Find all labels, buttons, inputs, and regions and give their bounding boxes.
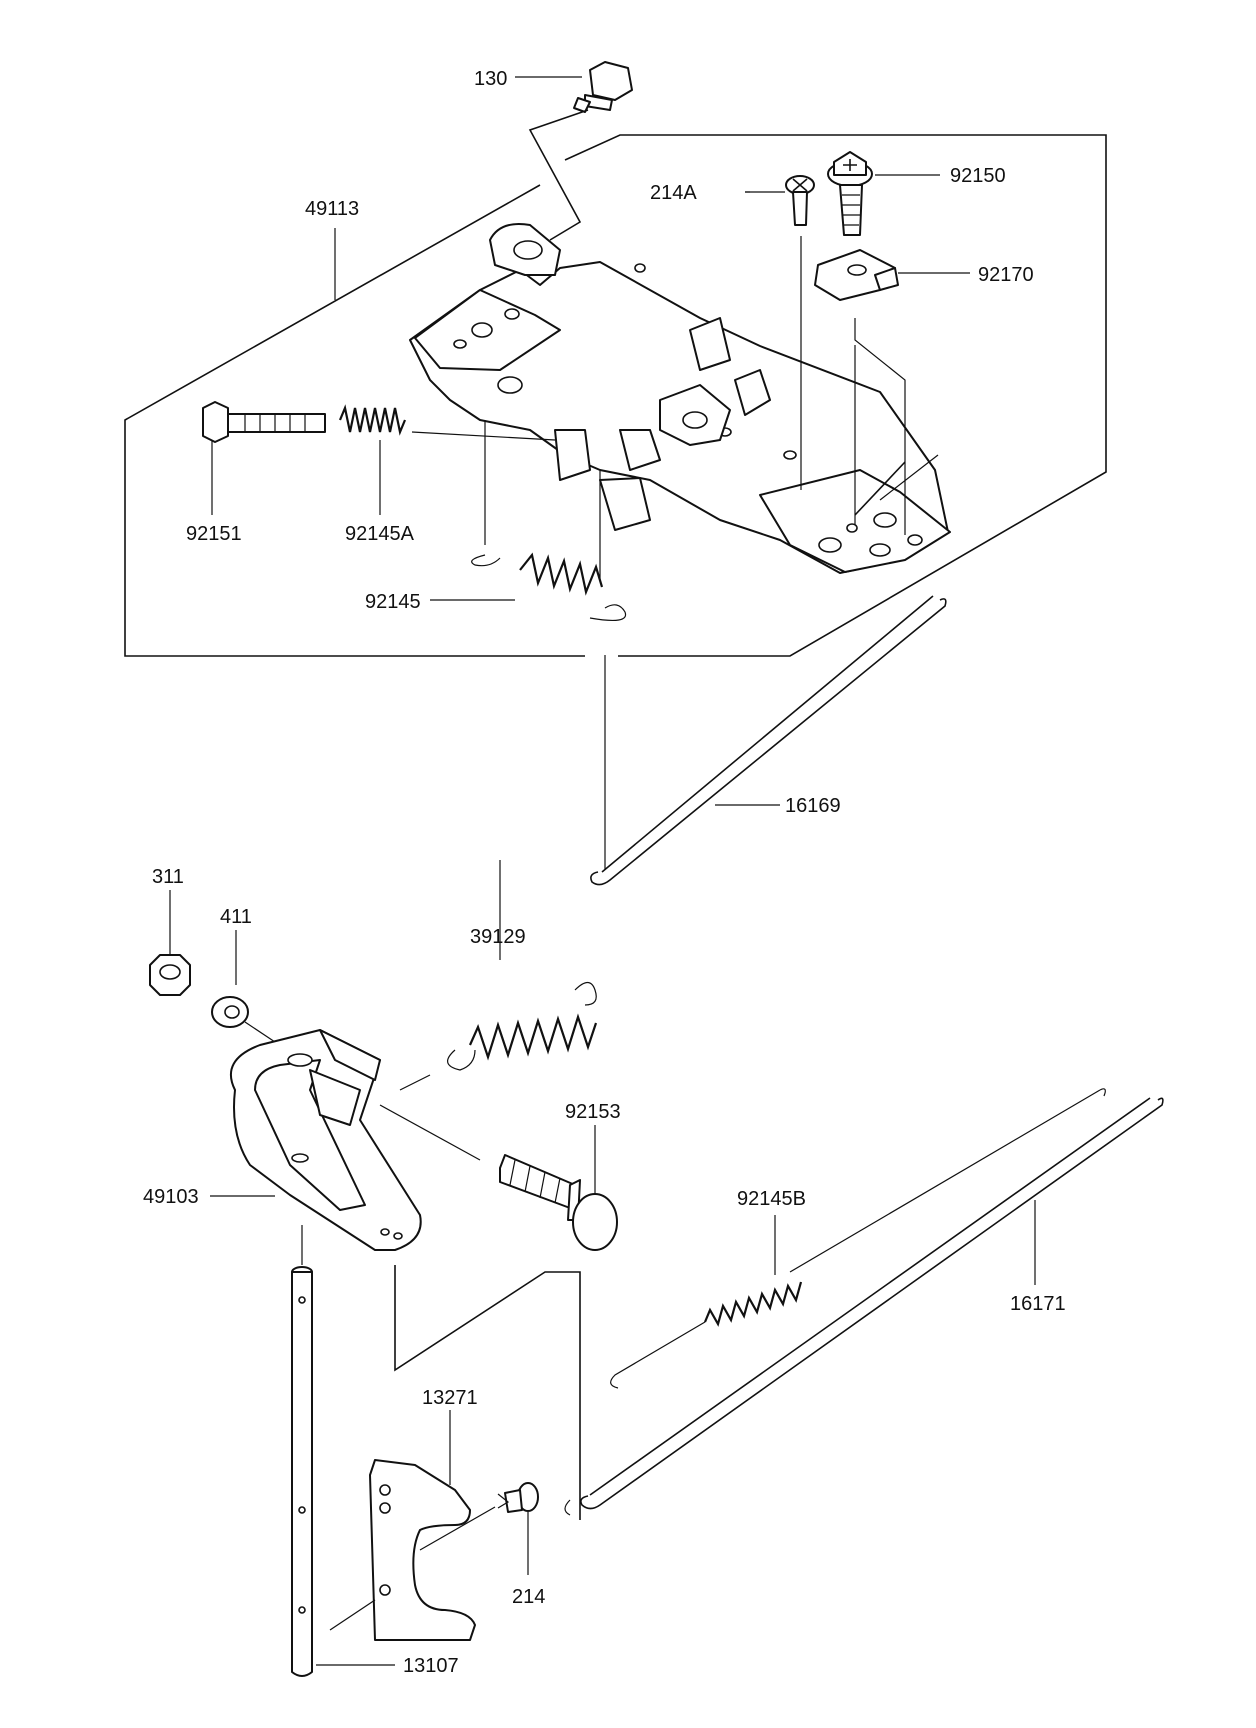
spring-39129 xyxy=(399,860,598,1091)
label-92145A: 92145A xyxy=(345,523,415,545)
label-92145B: 92145B xyxy=(737,1188,806,1210)
label-92150: 92150 xyxy=(950,165,1006,187)
label-92145: 92145 xyxy=(365,591,421,613)
label-411: 411 xyxy=(220,906,252,928)
label-92151: 92151 xyxy=(186,523,242,545)
lever-49103 xyxy=(210,1029,581,1520)
spring-92145B xyxy=(610,1088,1106,1389)
screw-214A xyxy=(745,175,815,490)
label-130: 130 xyxy=(474,68,507,90)
spring-92145A xyxy=(338,404,556,515)
label-13271: 13271 xyxy=(422,1387,478,1409)
label-49113: 49113 xyxy=(305,198,359,220)
label-49103: 49103 xyxy=(143,1186,199,1208)
label-92153: 92153 xyxy=(565,1101,621,1123)
shaft-13107 xyxy=(291,1225,395,1677)
screw-214 xyxy=(419,1482,539,1575)
label-16171: 16171 xyxy=(1010,1293,1066,1315)
clamp-92170 xyxy=(814,249,970,535)
bolt-130 xyxy=(515,61,633,241)
label-39129: 39129 xyxy=(470,926,526,948)
label-92170: 92170 xyxy=(978,264,1034,286)
rod-16171 xyxy=(564,1097,1164,1516)
part-labels: 130 49113 214A 92150 92170 92151 92145A … xyxy=(143,68,1066,1677)
assembly-frame-49113 xyxy=(124,134,1107,657)
bracket-13271 xyxy=(329,1410,476,1641)
bolt-92150 xyxy=(827,151,940,236)
rod-16169 xyxy=(590,595,947,886)
label-16169: 16169 xyxy=(785,795,841,817)
bolt-92151 xyxy=(202,401,326,515)
washer-411 xyxy=(211,930,276,1043)
label-13107: 13107 xyxy=(403,1655,459,1677)
label-214A: 214A xyxy=(650,182,697,204)
label-214: 214 xyxy=(512,1586,545,1608)
label-311: 311 xyxy=(152,866,184,888)
spring-92145 xyxy=(430,420,627,622)
nut-311 xyxy=(149,890,191,996)
pin-92153 xyxy=(499,1125,618,1251)
